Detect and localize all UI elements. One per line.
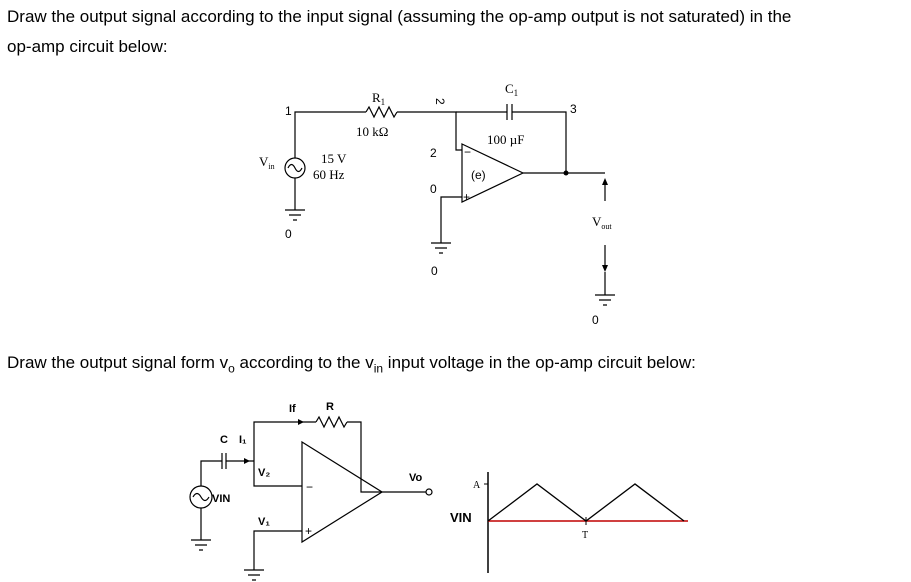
integrator-circuit: 1 R1 10 kΩ 2 C1 100 µF 3 2 0 − + (e) Vin…	[259, 81, 615, 327]
c1-label: C1	[505, 81, 518, 98]
opamp-1-label: (e)	[471, 168, 486, 182]
question-1-line-1: Draw the output signal according to the …	[7, 7, 792, 26]
opamp-2	[301, 440, 384, 544]
ground-left-label: 0	[285, 227, 292, 241]
vin-label-2: VIN	[212, 493, 230, 505]
source-voltage: 15 V	[321, 151, 347, 166]
node-0-in-label: 0	[430, 182, 437, 196]
if-label: If	[289, 403, 296, 415]
i1-arrow-head	[244, 458, 250, 464]
vin-waveform-graph: A VIN T	[450, 472, 688, 573]
wire-node-to-inverting	[253, 461, 302, 487]
vout-label: Vout	[592, 214, 612, 231]
differentiator-circuit: C I₁ If R V₂ V₁ VIN Vo − +	[189, 401, 433, 581]
c-label: C	[220, 434, 228, 446]
c1-value: 100 µF	[487, 132, 524, 147]
ground-mid-label: 0	[431, 264, 438, 278]
wire-source2-up	[200, 460, 222, 486]
vo-label: Vo	[409, 472, 423, 484]
wire-source-top	[294, 111, 366, 158]
opamp-plus: +	[463, 190, 470, 204]
ground-right	[595, 294, 615, 306]
resistor-r1	[365, 105, 398, 119]
ground-mid	[431, 242, 451, 254]
capacitor-c1	[506, 104, 513, 120]
wire-plus-to-ground	[440, 196, 462, 243]
r1-label: R1	[372, 90, 385, 107]
wire-feedback-left	[253, 421, 316, 461]
node-2-top-label: 2	[433, 98, 447, 105]
output-node	[563, 170, 569, 176]
q2-text-post: input voltage in the op-amp circuit belo…	[383, 353, 696, 372]
wire-r1-to-node2	[397, 111, 462, 151]
r1-value: 10 kΩ	[356, 124, 388, 139]
q2-text-pre: Draw the output signal form v	[7, 353, 229, 372]
graph-a-label: A	[473, 480, 481, 491]
node-1-label: 1	[285, 104, 292, 118]
capacitor-c	[221, 453, 227, 469]
triangle-wave	[487, 483, 685, 522]
i1-label: I₁	[239, 434, 247, 446]
opamp-1	[461, 143, 525, 203]
question-1-line-2: op-amp circuit below:	[7, 37, 168, 56]
q2-sub-in: in	[373, 361, 384, 376]
opamp-2-minus: −	[306, 480, 313, 494]
graph-vin-label: VIN	[450, 510, 472, 525]
r-label: R	[326, 401, 334, 413]
graph-t-label: T	[582, 530, 588, 541]
vout-arrow-down-head	[602, 265, 608, 272]
ground-v1	[244, 569, 264, 581]
node-2-in-label: 2	[430, 146, 437, 160]
vin-label: Vin	[259, 154, 275, 171]
wire-feedback-right	[347, 421, 382, 493]
source-frequency: 60 Hz	[313, 167, 345, 182]
resistor-r	[315, 415, 348, 429]
node-3-label: 3	[570, 102, 577, 116]
ac-source-2-sine	[192, 492, 210, 502]
opamp-minus: −	[464, 145, 471, 159]
ac-source-1-sine	[287, 163, 303, 173]
ground-source2	[191, 539, 211, 551]
v1-label: V₁	[258, 516, 270, 528]
q2-sub-o: o	[228, 361, 235, 376]
v2-label: V₂	[258, 467, 270, 479]
ground-left	[285, 209, 305, 221]
vout-arrow-up-head	[602, 178, 608, 185]
q2-text-mid: according to the v	[234, 353, 374, 372]
opamp-2-plus: +	[305, 524, 312, 538]
wire-c1-to-output	[512, 111, 567, 173]
question-2-text: Draw the output signal form vo according…	[7, 352, 696, 379]
if-arrow-head	[298, 419, 304, 425]
vo-terminal	[425, 488, 433, 496]
ground-right-label: 0	[592, 313, 599, 327]
wire-v1	[253, 530, 302, 570]
